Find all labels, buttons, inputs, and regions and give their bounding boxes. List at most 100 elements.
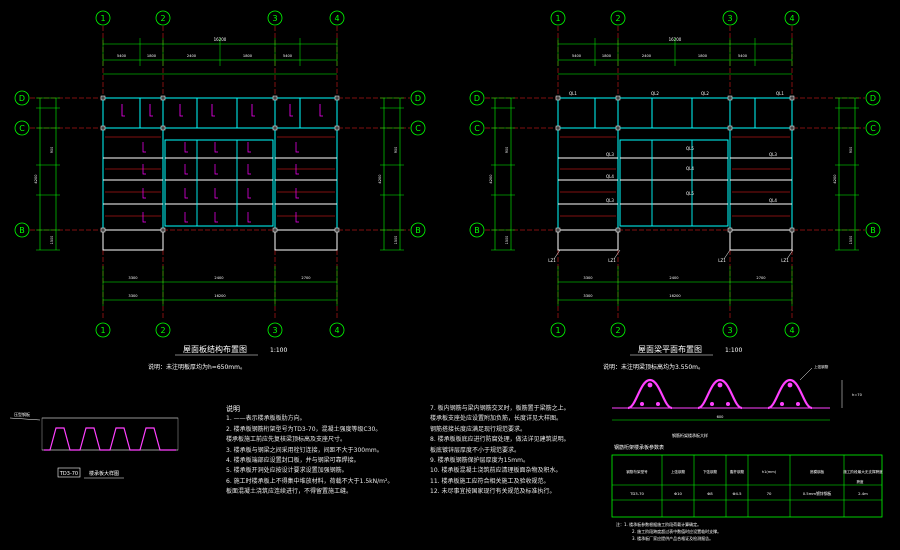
table-header: 底模钢板: [810, 469, 825, 474]
note-line: 板面混凝土浇筑应连续进行，不得留置施工缝。: [226, 488, 353, 496]
slab-direction-marker: [121, 104, 125, 117]
dim-bottom-segment: 3300: [583, 294, 593, 298]
axis-bubble-top-label: 2: [615, 14, 620, 23]
axis-bubble-bottom-label: 2: [160, 326, 165, 335]
top-chord-bar: [717, 382, 723, 388]
deck-parameter-table: 钢筋桁架楼承板参数表钢筋桁架型号TD3-70上弦钢筋Φ10下弦钢筋Φ8腹杆钢筋Φ…: [611, 444, 883, 541]
note-line: 12. 未尽事宜按国家现行有关规范及标准执行。: [430, 488, 556, 496]
table-cell: Φ8: [707, 491, 713, 496]
slab-direction-marker: [247, 142, 251, 153]
dim-bottom-segment: 2400: [214, 276, 224, 280]
axis-bubble-bottom-circle: [155, 322, 171, 338]
note-line: 钢筋搭接长度应满足现行规范要求。: [430, 425, 527, 433]
table-cell: 2.4m: [858, 491, 868, 496]
slab-direction-marker: [295, 142, 299, 153]
note-line: 楼承板施工前应先复核梁顶标高及支座尺寸。: [226, 436, 347, 444]
dim-bottom-total: 16200: [214, 294, 226, 298]
slab-direction-marker: [142, 212, 146, 223]
table-header: 钢筋桁架型号: [626, 469, 648, 474]
axis-bubble-left-label: C: [474, 124, 480, 133]
axis-bubble-top-label: 3: [272, 14, 277, 23]
dim-bottom-segment: 3300: [583, 276, 593, 280]
slab-direction-marker: [184, 142, 188, 153]
table-footnote: 2. 施工阶段跨度超过表中数值时应设置临时支撑。: [632, 528, 721, 534]
plan-note: 说明：未注明板厚均为h=650mm。: [148, 363, 246, 371]
notes-block-b: 7. 板内钢筋与梁内钢筋交叉时，板筋置于梁筋之上。 楼承板支座处应设置附加负筋，…: [430, 404, 570, 498]
beam-label: QL5: [686, 146, 694, 151]
axis-bubble-left-circle: [14, 90, 30, 106]
slab-direction-marker: [247, 164, 251, 175]
slab-direction-marker: [289, 104, 293, 117]
truss-dim: 600: [717, 415, 725, 419]
table-header: 下弦钢筋: [703, 469, 718, 474]
slab-direction-marker: [214, 164, 218, 175]
truss-profile: [697, 378, 743, 410]
table-frame: [611, 454, 883, 518]
axis-bubble-left-label: D: [19, 94, 25, 103]
axis-bubble-top-label: 1: [100, 14, 105, 23]
plan-scale: 1:100: [270, 347, 287, 354]
axis-bubble-bottom-circle: [722, 322, 738, 338]
axis-bubble-left-circle: [14, 222, 30, 238]
column-mark: [334, 125, 340, 131]
dim-top-segment: 1800: [602, 54, 612, 58]
axis-bubble-right-circle: [410, 222, 426, 238]
slab-direction-marker: [214, 188, 218, 199]
axis-bubble-top-circle: [267, 10, 283, 26]
axis-bubble-right-label: D: [415, 94, 421, 103]
axis-bubble-bottom-circle: [329, 322, 345, 338]
note-line: 8. 楼承板板底应进行防腐处理，做法详见建筑说明。: [430, 436, 570, 444]
beam-label: QL3: [769, 152, 777, 157]
column-mark: [100, 95, 106, 101]
note-line: 4. 楼承板端部应设置封口板，并与钢梁可靠焊接。: [226, 457, 360, 465]
note-line: 9. 楼承板钢筋保护层厚度为15mm。: [430, 457, 529, 465]
dim-side-label: 1500: [849, 236, 853, 245]
dim-top-segment: 1800: [698, 54, 708, 58]
note-line: 10. 楼承板混凝土浇筑前应清理板面杂物及积水。: [430, 467, 562, 475]
axis-bubble-top-circle: [550, 10, 566, 26]
note-line: 板底镀锌层厚度不小于规范要求。: [430, 446, 521, 454]
deck-callout: 压型钢板: [14, 411, 30, 417]
dim-side-label: 4200: [489, 174, 493, 184]
column-mark: [555, 125, 561, 131]
slab-direction-marker: [179, 104, 183, 117]
column-leader: [786, 249, 794, 260]
axis-bubble-bottom-circle: [95, 322, 111, 338]
dim-side-label: 4200: [34, 174, 38, 184]
table-header: 腹杆钢筋: [730, 469, 745, 474]
axis-bubble-bottom-circle: [550, 322, 566, 338]
slab-direction-marker: [142, 142, 146, 153]
column-mark: [160, 95, 166, 101]
dim-side-label: 900: [394, 147, 398, 153]
table-footnote: 3. 楼承板厂家应提供产品合格证及检测报告。: [632, 535, 713, 541]
dim-top-segment: 1800: [243, 54, 253, 58]
notes-block-a: 说明 1. ——表示楼承板板肋方向。2. 楼承板钢筋桁架型号为TD3-70，混凝…: [226, 404, 393, 498]
top-bay-row: [557, 97, 793, 129]
axis-bubble-bottom-label: 2: [615, 326, 620, 335]
dim-bottom-segment: 2700: [756, 276, 766, 280]
column-leader: [723, 249, 731, 260]
slab-direction-marker: [295, 188, 299, 199]
dim-top-segment: 5400: [117, 54, 127, 58]
top-chord-bar: [787, 382, 793, 388]
column-leader: [613, 249, 621, 260]
center-block: [164, 139, 274, 227]
axis-bubble-top-circle: [155, 10, 171, 26]
column-mark: [727, 95, 733, 101]
bottom-chord-bar: [710, 402, 714, 406]
table-cell: Φ4.5: [732, 491, 742, 496]
table-cell: TD3-70: [629, 491, 644, 496]
axis-bubble-right-circle: [865, 120, 881, 136]
axis-bubble-bottom-label: 4: [789, 326, 794, 335]
dim-side-label: 1500: [394, 236, 398, 245]
beam-label: QL4: [606, 174, 614, 179]
slab-direction-marker: [211, 104, 215, 117]
beam-label: QL1: [776, 91, 784, 96]
column-label: LZ1: [548, 258, 556, 263]
axis-bubble-bottom-label: 3: [272, 326, 277, 335]
slab-direction-marker: [184, 188, 188, 199]
slab-direction-marker: [247, 188, 251, 199]
column-mark: [727, 227, 733, 233]
dim-bottom-segment: 2700: [301, 276, 311, 280]
